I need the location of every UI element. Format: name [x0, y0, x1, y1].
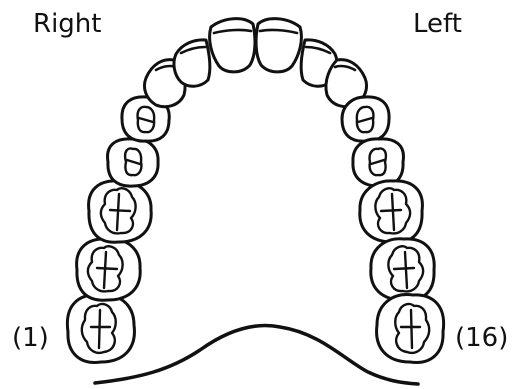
palate-curve — [95, 326, 418, 384]
label-right-side: Right — [33, 11, 101, 37]
tooth-1 — [67, 295, 134, 363]
tooth-9 — [256, 19, 301, 72]
tooth-13 — [353, 139, 404, 186]
tooth-7 — [174, 40, 210, 86]
label-tooth-16: (16) — [455, 325, 508, 351]
label-tooth-1: (1) — [12, 325, 49, 351]
tooth-15 — [371, 239, 434, 300]
tooth-3 — [89, 181, 152, 242]
tooth-14 — [360, 181, 423, 242]
tooth-8 — [210, 19, 255, 72]
tooth-4 — [108, 139, 159, 186]
tooth-16 — [377, 295, 444, 363]
label-left-side: Left — [413, 11, 462, 37]
tooth-12 — [342, 97, 389, 141]
tooth-2 — [77, 239, 141, 300]
